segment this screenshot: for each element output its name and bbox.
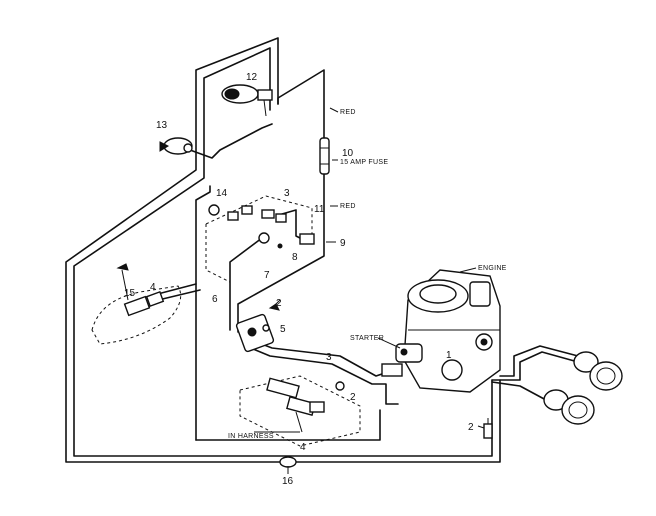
- leader-lines: [254, 107, 485, 474]
- callouts: 1 2 2 2 3 3 4 4 5 6 7 8 9 10 11 12 13 14…: [124, 72, 474, 487]
- callout-2a: 2: [276, 298, 282, 309]
- callout-16: 16: [282, 476, 294, 487]
- callout-6: 6: [212, 294, 218, 305]
- engine: [403, 269, 501, 393]
- callout-4b: 4: [300, 442, 306, 453]
- callout-9: 9: [340, 238, 346, 249]
- harness-clip: [279, 456, 297, 468]
- main-harness: [65, 37, 501, 463]
- clip-part-upper: [268, 299, 281, 311]
- callout-11: 11: [314, 204, 325, 215]
- switch-area-wires: [189, 123, 399, 405]
- callout-15: 15: [124, 288, 136, 299]
- fuse-part: [319, 137, 330, 175]
- callout-3b: 3: [326, 352, 332, 363]
- callout-5: 5: [280, 324, 286, 335]
- callout-2c: 2: [468, 422, 474, 433]
- connector-block: [235, 313, 275, 353]
- callout-13: 13: [156, 120, 168, 131]
- callout-3a: 3: [284, 188, 290, 199]
- panel-switches: [208, 204, 315, 249]
- label-harness: IN HARNESS: [228, 433, 274, 440]
- callout-8: 8: [292, 252, 298, 263]
- light-wires: [491, 345, 579, 401]
- label-fuse: 15 AMP FUSE: [340, 159, 388, 166]
- dash-panel: [205, 195, 313, 283]
- callout-10: 10: [342, 148, 354, 159]
- key-switch-part: [159, 137, 193, 155]
- label-red-top: RED: [340, 109, 356, 116]
- callout-12: 12: [246, 72, 258, 83]
- solenoid-part: [221, 84, 273, 117]
- label-engine: ENGINE: [478, 265, 507, 272]
- clip-part-lower: [483, 418, 493, 439]
- headlights: [543, 351, 623, 425]
- callout-7: 7: [264, 270, 270, 281]
- seat-switch-assembly: [91, 263, 182, 345]
- pto-assembly: [239, 375, 361, 447]
- callout-2b: 2: [350, 392, 356, 403]
- starter: [381, 343, 423, 377]
- callout-4a: 4: [150, 282, 156, 293]
- text-labels: RED 15 AMP FUSE RED ENGINE STARTER IN HA…: [228, 109, 507, 440]
- callout-14: 14: [216, 188, 228, 199]
- label-starter: STARTER: [350, 335, 384, 342]
- callout-1: 1: [446, 350, 452, 361]
- label-red-mid: RED: [340, 203, 356, 210]
